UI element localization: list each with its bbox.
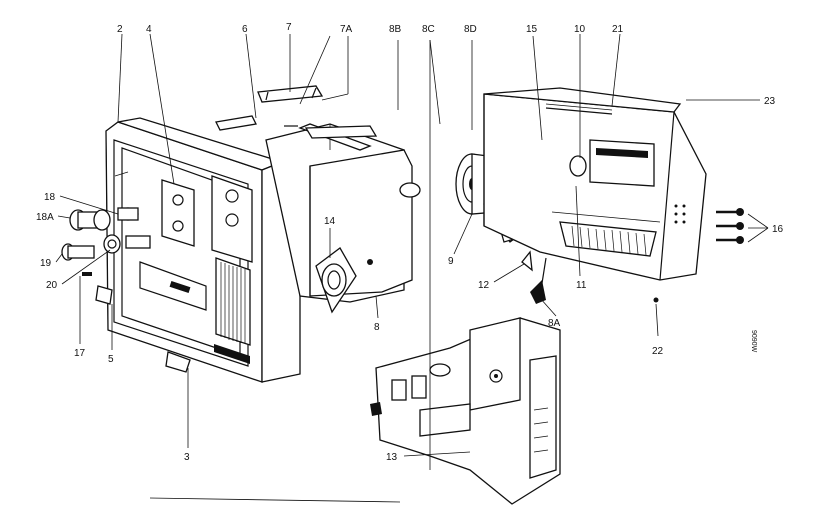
speaker bbox=[315, 247, 357, 314]
label-6: 6 bbox=[242, 24, 248, 35]
label-8a: 8A bbox=[548, 318, 561, 329]
label-3: 3 bbox=[184, 452, 190, 463]
label-22: 22 bbox=[652, 346, 664, 357]
part-labels: 2 4 6 7 7A 8B 8C 8D 15 10 21 23 18 18A 1… bbox=[36, 22, 784, 463]
small-parts bbox=[165, 250, 659, 373]
label-8b: 8B bbox=[389, 24, 402, 35]
label-8c: 8C bbox=[422, 24, 435, 35]
label-12: 12 bbox=[478, 280, 490, 291]
label-15: 15 bbox=[526, 24, 538, 35]
label-17: 17 bbox=[74, 348, 86, 359]
margin-code: 9090W bbox=[750, 330, 757, 353]
label-10: 10 bbox=[574, 24, 586, 35]
label-4: 4 bbox=[146, 24, 152, 35]
label-8d: 8D bbox=[464, 24, 477, 35]
label-20: 20 bbox=[46, 280, 58, 291]
label-8: 8 bbox=[374, 322, 380, 333]
rear-cabinet bbox=[483, 87, 707, 281]
label-5: 5 bbox=[108, 354, 114, 365]
rear-jacks bbox=[716, 208, 744, 244]
label-13: 13 bbox=[386, 452, 398, 463]
label-19: 19 bbox=[40, 258, 52, 269]
top-brackets bbox=[215, 85, 378, 139]
label-2: 2 bbox=[117, 24, 123, 35]
label-18: 18 bbox=[44, 192, 56, 203]
main-chassis bbox=[370, 317, 561, 505]
label-7a: 7A bbox=[340, 24, 353, 35]
label-18a: 18A bbox=[36, 212, 54, 223]
control-knobs bbox=[61, 207, 151, 305]
label-7: 7 bbox=[286, 22, 292, 33]
label-9: 9 bbox=[448, 256, 454, 267]
leader-lines bbox=[55, 33, 769, 470]
label-14: 14 bbox=[324, 216, 336, 227]
label-11: 11 bbox=[576, 280, 587, 291]
baseline bbox=[149, 497, 401, 503]
label-23: 23 bbox=[764, 96, 776, 107]
label-16: 16 bbox=[772, 224, 784, 235]
label-21: 21 bbox=[612, 24, 624, 35]
